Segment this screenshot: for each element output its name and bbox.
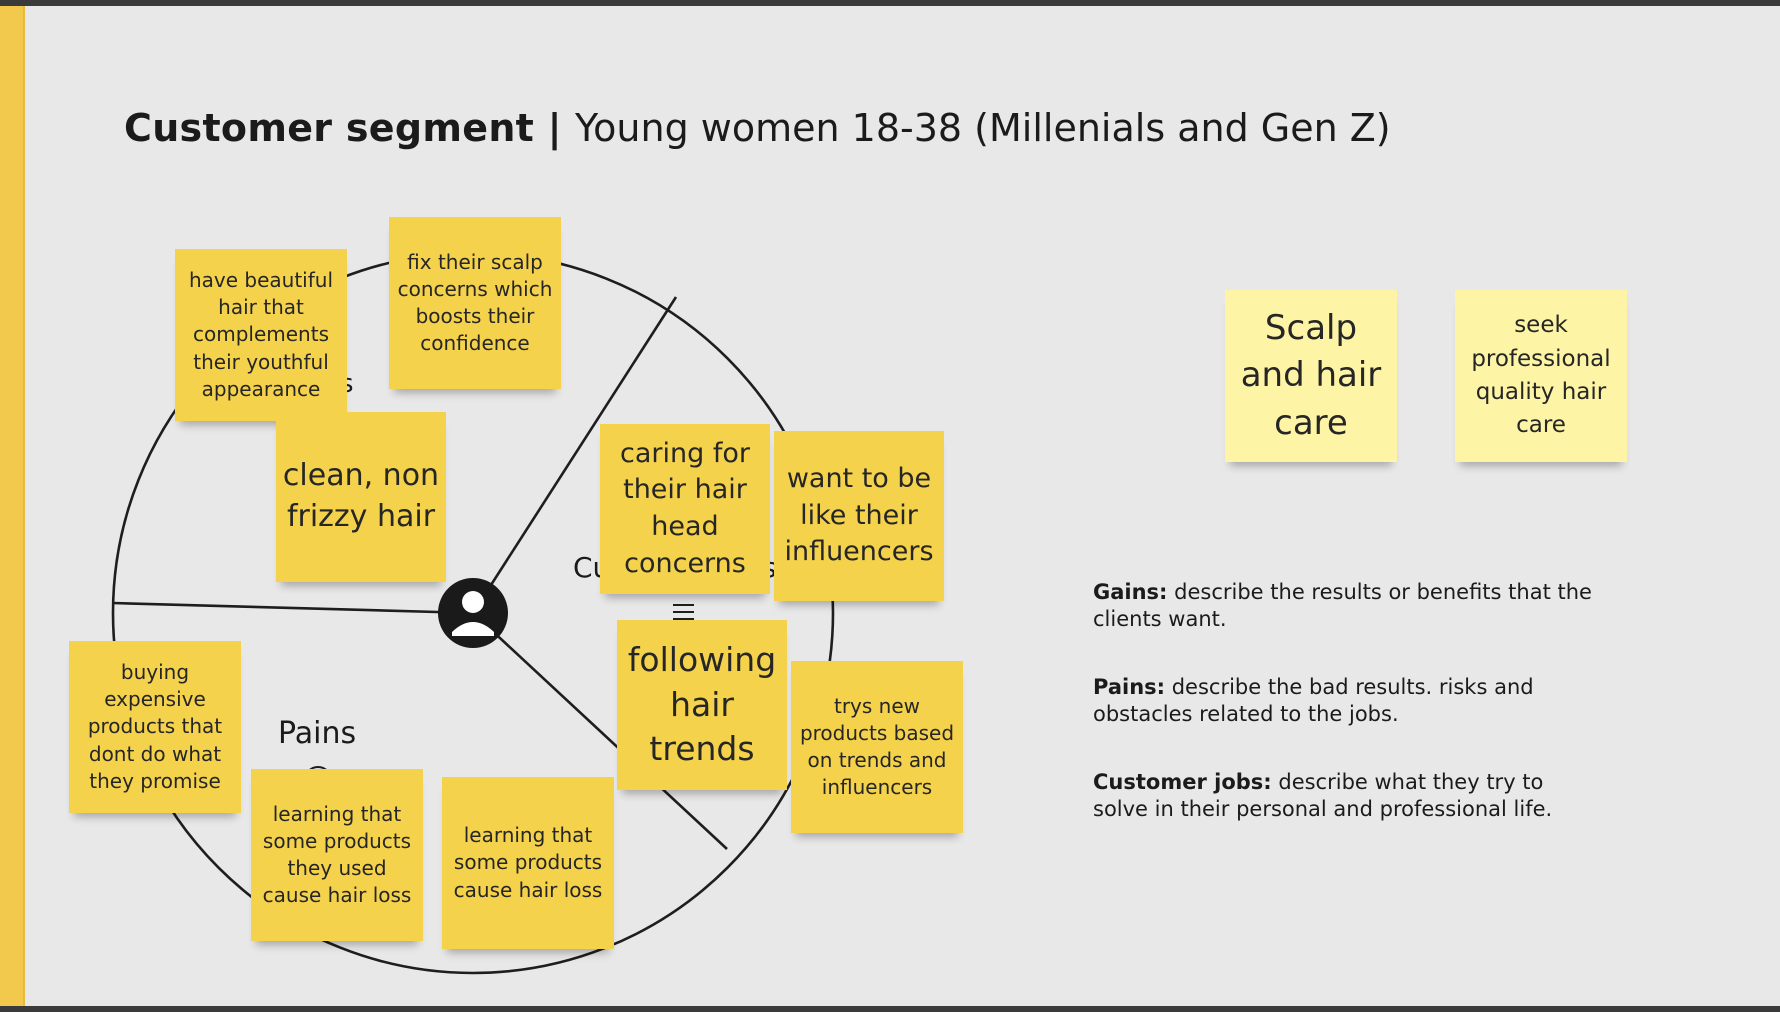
frame-border <box>23 6 25 1006</box>
legend-gains-term: Gains: <box>1093 580 1168 604</box>
pains-section-label: Pains <box>278 716 357 751</box>
customer-segment-title: Young women 18-38 (Millenials and Gen Z) <box>575 106 1391 150</box>
sticky-note[interactable]: seek professional quality hair care <box>1455 290 1627 462</box>
wheel-divider-pains-jobs <box>472 612 728 850</box>
sticky-note[interactable]: Scalp and hair care <box>1225 290 1397 462</box>
legend-customer-jobs-description: describe what they try to solve in their… <box>1093 770 1553 821</box>
customer-profile-wheel <box>111 251 835 975</box>
sticky-note[interactable]: want to be like their influencers <box>774 431 944 601</box>
legend-pains-term: Pains: <box>1093 675 1166 699</box>
sticky-note[interactable]: have beautiful hair that complements the… <box>175 249 347 421</box>
legend-customer-jobs: Customer jobs: describe what they try to… <box>1093 769 1593 823</box>
legend-gains-description: describe the results or benefits that th… <box>1093 580 1592 631</box>
list-icon <box>673 604 694 620</box>
legend-customer-jobs-term: Customer jobs: <box>1093 770 1272 794</box>
sticky-note[interactable]: buying expensive products that dont do w… <box>69 641 241 813</box>
sticky-note[interactable]: clean, non frizzy hair <box>276 412 446 582</box>
wheel-divider-gains-pains <box>112 601 474 615</box>
whiteboard-canvas[interactable]: Customer segment | Young women 18-38 (Mi… <box>0 6 1780 1006</box>
sticky-note[interactable]: caring for their hair head concerns <box>600 424 770 594</box>
user-avatar-icon <box>438 578 508 648</box>
legend-pains-description: describe the bad results. risks and obst… <box>1093 675 1534 726</box>
wheel-divider-gains-jobs <box>471 296 678 614</box>
sticky-note[interactable]: fix their scalp concerns which boosts th… <box>389 217 561 389</box>
page-title: Customer segment | <box>124 106 562 150</box>
sticky-note[interactable]: trys new products based on trends and in… <box>791 661 963 833</box>
legend-pains: Pains: describe the bad results. risks a… <box>1093 674 1593 728</box>
frame-accent-strip <box>0 6 23 1006</box>
sticky-note[interactable]: learning that some products they used ca… <box>251 769 423 941</box>
legend-gains: Gains: describe the results or benefits … <box>1093 579 1593 633</box>
sticky-note[interactable]: learning that some products cause hair l… <box>442 777 614 949</box>
sticky-note[interactable]: following hair trends <box>617 620 787 790</box>
